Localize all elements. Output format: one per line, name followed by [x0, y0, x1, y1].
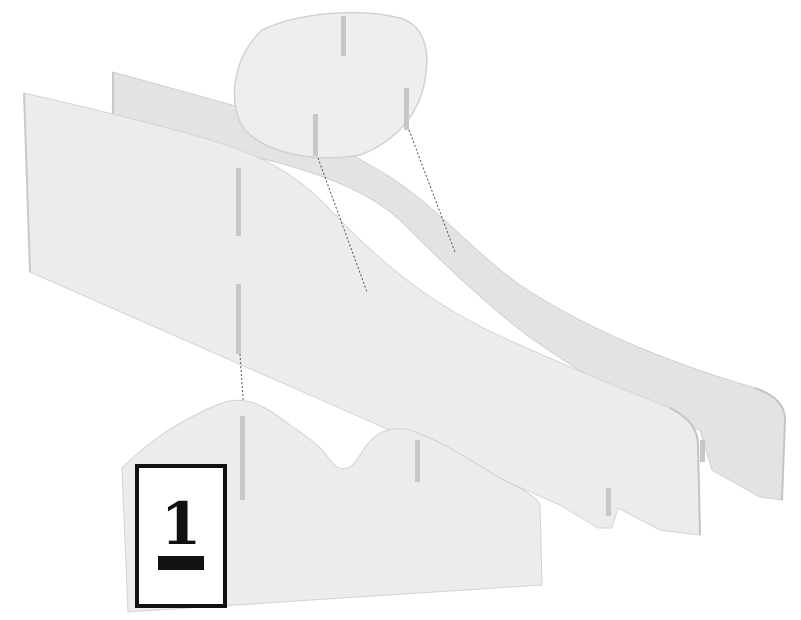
part-number-label: 1: [137, 466, 225, 606]
base-right-slot: [415, 440, 420, 482]
front-panel-bottom-slot: [236, 284, 241, 354]
base-left-slot: [240, 416, 245, 500]
back-panel-bottom-slot: [700, 440, 705, 462]
front-panel-top-slot: [236, 168, 241, 236]
front-panel-end-slot: [606, 488, 611, 516]
oval-left-slot: [313, 114, 318, 156]
oval-top-piece: [234, 13, 426, 158]
oval-right-slot: [404, 88, 409, 130]
part-number-underline-bar: [158, 556, 204, 570]
oval-face: [234, 13, 426, 158]
part-number-text: 1: [161, 490, 201, 558]
oval-top-slot: [341, 16, 346, 56]
